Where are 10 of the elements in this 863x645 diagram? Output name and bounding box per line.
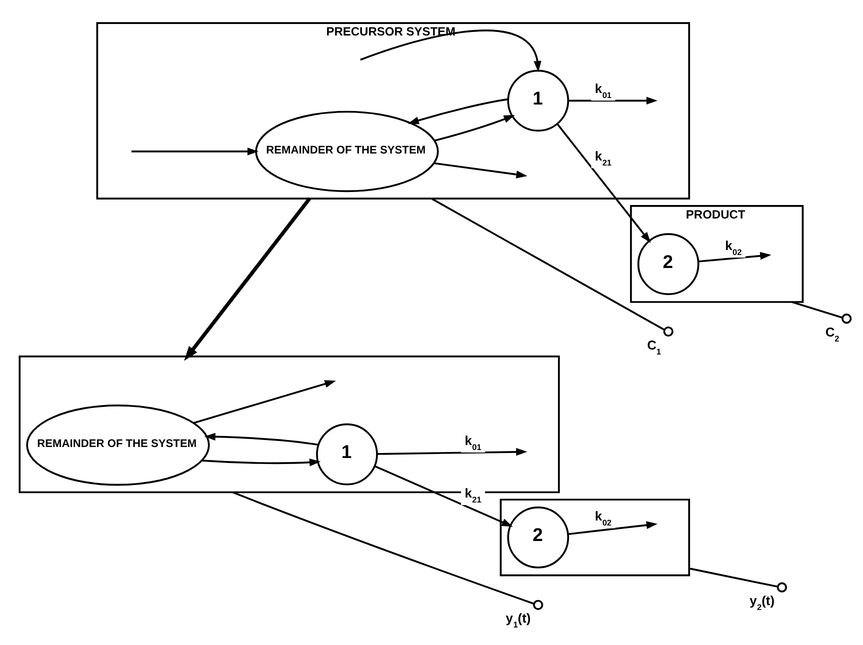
node-label: C$_{1}$ [647, 336, 661, 356]
edge-label: k$_{21}$ [464, 485, 482, 504]
node-label: y$_{1}$(t) [506, 610, 531, 630]
node-label: y$_{2}$(t) [750, 592, 775, 612]
edge-label: k$_{02}$ [594, 508, 612, 528]
edge-label: k$_{21}$ [594, 148, 612, 167]
edge-label: k$_{02}$ [725, 237, 742, 256]
edge-label: k$_{01}$ [464, 432, 482, 452]
edge-label: k$_{01}$ [594, 80, 612, 100]
node-label: C$_{2}$ [825, 324, 840, 343]
